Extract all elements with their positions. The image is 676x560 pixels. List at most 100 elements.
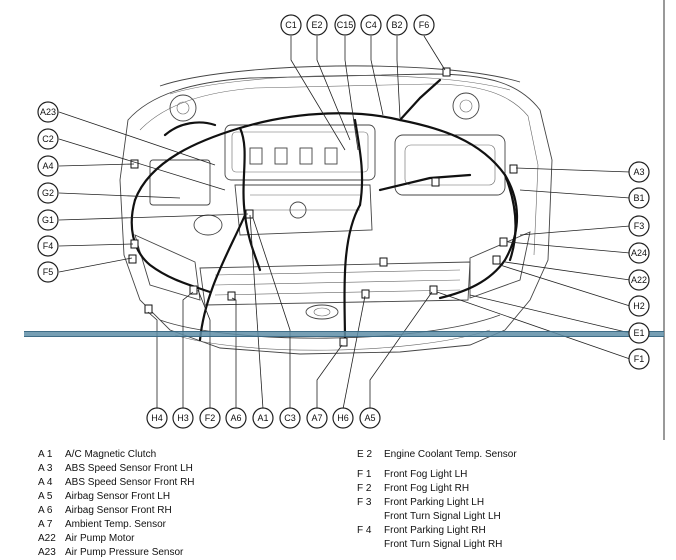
legend-row: A 3 ABS Speed Sensor Front LH (38, 462, 328, 476)
callout-h3: H3 (172, 407, 194, 429)
svg-text:H6: H6 (337, 413, 349, 423)
legend-name: Engine Coolant Temp. Sensor (384, 449, 517, 460)
callout-c3: C3 (279, 407, 301, 429)
legend-code: A 5 (38, 491, 53, 502)
callout-f6: F6 (413, 14, 435, 36)
legend-code: A22 (38, 533, 56, 544)
engine-block (149, 124, 506, 236)
svg-text:A22: A22 (631, 275, 647, 285)
callout-a24: A24 (628, 242, 650, 264)
legend-code: A 4 (38, 477, 53, 488)
callouts-bottom: H4 H3 F2 A6 A1 C3 A7 H6 A5 (146, 407, 381, 429)
callout-f1: F1 (628, 348, 650, 370)
callout-c1: C1 (280, 14, 302, 36)
callout-a22: A22 (628, 269, 650, 291)
callout-f4: F4 (37, 235, 59, 257)
callout-f5: F5 (37, 261, 59, 283)
legend-row: A 5 Airbag Sensor Front LH (38, 490, 328, 504)
svg-text:H3: H3 (177, 413, 189, 423)
svg-text:F2: F2 (205, 413, 216, 423)
callouts-left: A23 C2 A4 G2 G1 F4 F5 (37, 101, 59, 283)
callout-b2: B2 (386, 14, 408, 36)
legend-row: A 1 A/C Magnetic Clutch (38, 448, 328, 462)
svg-text:A23: A23 (40, 107, 56, 117)
connectors (128, 67, 518, 347)
callout-e2: E2 (306, 14, 328, 36)
legend-name: ABS Speed Sensor Front RH (65, 477, 195, 488)
legend-code: A 1 (38, 449, 53, 460)
legend-name: Front Fog Light LH (384, 469, 468, 480)
callout-a7: A7 (306, 407, 328, 429)
legend-code: F 4 (357, 525, 372, 536)
legend-name: Air Pump Motor (65, 533, 135, 544)
callout-a3: A3 (628, 161, 650, 183)
svg-text:G2: G2 (42, 188, 54, 198)
engine-harness-diagram: C1 E2 C15 C4 B2 F6 A23 C2 A4 G2 G1 F4 F5… (24, 0, 665, 440)
svg-text:G1: G1 (42, 215, 54, 225)
legend-code: F 1 (357, 469, 372, 480)
legend-name: Airbag Sensor Front LH (65, 491, 171, 502)
svg-text:C2: C2 (42, 134, 54, 144)
legend-name: Air Pump Pressure Sensor (65, 547, 184, 558)
svg-text:F4: F4 (43, 241, 54, 251)
svg-text:A1: A1 (257, 413, 268, 423)
callout-h4: H4 (146, 407, 168, 429)
legend-name: Ambient Temp. Sensor (65, 519, 166, 530)
legend-row: Front Turn Signal Light RH (357, 538, 657, 552)
callout-a6: A6 (225, 407, 247, 429)
legend-code: E 2 (357, 449, 373, 460)
legend-row: F 2 Front Fog Light RH (357, 482, 657, 496)
legend-name: ABS Speed Sensor Front LH (65, 463, 193, 474)
svg-text:A6: A6 (230, 413, 241, 423)
svg-text:F5: F5 (43, 267, 54, 277)
legend-row: A 4 ABS Speed Sensor Front RH (38, 476, 328, 490)
legend-name: Front Turn Signal Light RH (384, 539, 503, 550)
callout-a1: A1 (252, 407, 274, 429)
highlight-band (24, 331, 664, 337)
legend-row: A 7 Ambient Temp. Sensor (38, 518, 328, 532)
legend-left-column: A 1 A/C Magnetic Clutch A 3 ABS Speed Sens… (38, 448, 328, 560)
legend-row: F 3 Front Parking Light LH (357, 496, 657, 510)
legend-row: A 6 Airbag Sensor Front RH (38, 504, 328, 518)
legend-row: Front Turn Signal Light LH (357, 510, 657, 524)
svg-text:E2: E2 (311, 20, 322, 30)
legend-code: A 3 (38, 463, 53, 474)
legend-row: F 4 Front Parking Light RH (357, 524, 657, 538)
legend-code: A 7 (38, 519, 53, 530)
legend-code: F 3 (357, 497, 372, 508)
callouts-right: A3 B1 F3 A24 A22 H2 E1 F1 (628, 161, 650, 370)
callout-g2: G2 (37, 182, 59, 204)
legend-name: Airbag Sensor Front RH (65, 505, 172, 516)
wire-harness (130, 78, 519, 342)
svg-text:F3: F3 (634, 221, 645, 231)
legend-name: Front Parking Light RH (384, 525, 486, 536)
callout-h2: H2 (628, 295, 650, 317)
callout-b1: B1 (628, 187, 650, 209)
legend-name: A/C Magnetic Clutch (65, 449, 157, 460)
callout-h6: H6 (332, 407, 354, 429)
legend-name: Front Parking Light LH (384, 497, 485, 508)
callout-c4: C4 (360, 14, 382, 36)
svg-text:A5: A5 (364, 413, 375, 423)
legend-code: A23 (38, 547, 56, 558)
svg-text:C15: C15 (337, 20, 354, 30)
svg-text:E1: E1 (633, 328, 644, 338)
svg-text:H4: H4 (151, 413, 163, 423)
legend-code: F 2 (357, 483, 372, 494)
component-legend: A 1 A/C Magnetic Clutch A 3 ABS Speed Sens… (0, 444, 676, 558)
callout-a5: A5 (359, 407, 381, 429)
svg-text:C3: C3 (284, 413, 296, 423)
svg-text:F1: F1 (634, 354, 645, 364)
callout-f3: F3 (628, 215, 650, 237)
svg-text:B1: B1 (633, 193, 644, 203)
legend-row: A23 Air Pump Pressure Sensor (38, 546, 328, 560)
callout-a23: A23 (37, 101, 59, 123)
svg-text:C1: C1 (285, 20, 297, 30)
leader-lines (58, 35, 631, 410)
legend-row: E 2 Engine Coolant Temp. Sensor (357, 448, 657, 462)
legend-name: Front Fog Light RH (384, 483, 470, 494)
callout-c2: C2 (37, 128, 59, 150)
vehicle-body-outline (119, 65, 553, 355)
legend-code: A 6 (38, 505, 53, 516)
callout-g1: G1 (37, 209, 59, 231)
